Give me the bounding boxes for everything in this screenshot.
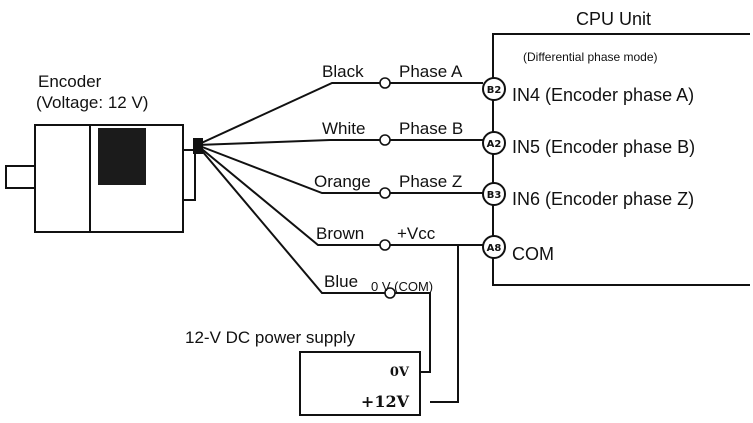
encoder-connector xyxy=(182,149,196,201)
signal-com-label: 0 V (COM) xyxy=(371,279,433,294)
encoder-shaft xyxy=(5,165,36,189)
encoder-voltage: (Voltage: 12 V) xyxy=(36,93,148,112)
wire-black xyxy=(196,82,380,146)
cable-bundle xyxy=(193,138,203,154)
terminal-b2-marker xyxy=(482,77,506,101)
terminal-a2-id: A2 xyxy=(487,139,502,150)
line-com-to-psu xyxy=(395,292,431,373)
signal-phase-b-label: Phase B xyxy=(399,119,463,138)
wire-orange xyxy=(196,144,380,194)
terminal-a2-name: IN5 (Encoder phase B) xyxy=(512,137,695,157)
node-orange xyxy=(379,187,391,199)
line-vcc-to-psu xyxy=(430,245,459,403)
wire-white-label: White xyxy=(322,119,365,138)
node-white xyxy=(379,134,391,146)
terminal-a8-marker xyxy=(482,235,506,259)
wire-brown xyxy=(196,144,380,246)
encoder-window xyxy=(98,128,146,185)
terminal-b2-id: B2 xyxy=(487,85,502,96)
terminal-b3-marker xyxy=(482,182,506,206)
node-brown xyxy=(379,239,391,251)
signal-phase-a-label: Phase A xyxy=(399,62,463,81)
power-supply-box xyxy=(299,351,421,416)
terminal-a2-marker xyxy=(482,131,506,155)
power-supply-plus: +12V xyxy=(361,392,410,411)
terminal-b3-name: IN6 (Encoder phase Z) xyxy=(512,189,694,209)
node-black xyxy=(379,77,391,89)
wire-white xyxy=(196,139,380,146)
cpu-unit-title: CPU Unit xyxy=(576,9,651,29)
wire-orange-label: Orange xyxy=(314,172,371,191)
cpu-unit-box xyxy=(492,33,750,286)
wire-blue xyxy=(196,144,385,294)
cpu-unit-mode: (Differential phase mode) xyxy=(523,50,658,64)
signal-vcc-label: +Vcc xyxy=(397,224,436,243)
power-supply-title: 12-V DC power supply xyxy=(185,328,356,347)
power-supply-zero: 0V xyxy=(390,365,410,380)
terminal-a8-id: A8 xyxy=(487,243,502,254)
signal-phase-z-label: Phase Z xyxy=(399,172,462,191)
wire-brown-label: Brown xyxy=(316,224,364,243)
terminal-b2-name: IN4 (Encoder phase A) xyxy=(512,85,694,105)
wire-black-label: Black xyxy=(322,62,364,81)
encoder-title: Encoder xyxy=(38,72,102,91)
terminal-a8-name: COM xyxy=(512,244,554,264)
node-blue xyxy=(384,287,396,299)
wire-blue-label: Blue xyxy=(324,272,358,291)
terminal-b3-id: B3 xyxy=(487,190,502,201)
